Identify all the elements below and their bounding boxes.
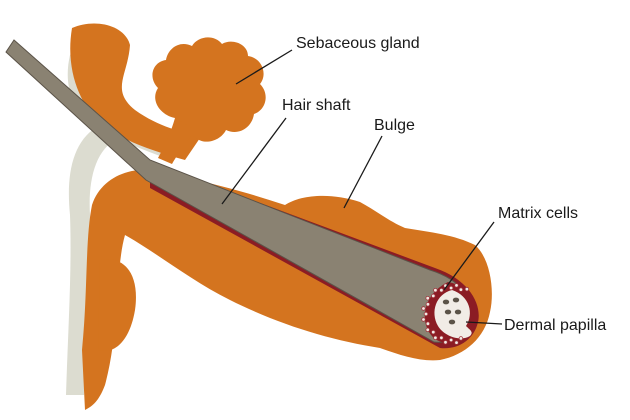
matrix-cell-dot: [433, 335, 438, 340]
matrix-cell-dot: [433, 288, 438, 293]
matrix-cell-dot: [431, 329, 436, 335]
papilla-cell: [448, 319, 456, 325]
matrix-cell-dot: [423, 311, 429, 317]
matrix-cell-dot: [454, 340, 459, 345]
label-dermal-papilla: Dermal papilla: [504, 317, 606, 334]
leader-matrix-cells: [443, 221, 495, 291]
papilla-cell: [442, 299, 450, 305]
leader-lines: [221, 49, 503, 325]
lower-left-bulb: [98, 259, 136, 351]
follicle-body: [82, 169, 492, 410]
matrix-cell-dot: [458, 336, 464, 341]
matrix-cell-dot: [458, 287, 464, 292]
matrix-cell-dot: [464, 286, 470, 292]
papilla-cell: [454, 309, 462, 315]
labels: Sebaceous gland Hair shaft Bulge Matrix …: [282, 35, 606, 334]
hair-bulb: [421, 282, 478, 345]
upper-tissue-lobe: [70, 23, 200, 160]
matrix-cell-dot: [421, 317, 426, 322]
left-sheath-strip: [66, 125, 118, 395]
matrix-cell-dot: [454, 283, 459, 288]
label-hair-shaft: Hair shaft: [282, 97, 351, 114]
dermal-tissue: [70, 23, 492, 410]
papilla-cell: [444, 309, 452, 315]
matrix-cell-dot: [421, 306, 426, 311]
label-matrix-cells: Matrix cells: [498, 205, 578, 222]
matrix-cell-dot: [425, 327, 430, 332]
label-bulge: Bulge: [374, 117, 415, 134]
matrix-cell-dot: [439, 288, 444, 293]
label-sebaceous-gland: Sebaceous gland: [296, 35, 420, 52]
sebaceous-gland: [152, 37, 266, 164]
gland-duct: [158, 118, 195, 164]
leader-sebaceous-gland: [235, 49, 293, 85]
leader-hair-shaft: [221, 117, 287, 205]
matrix-cell-dot: [425, 302, 431, 307]
matrix-cells: [421, 283, 470, 345]
matrix-cell-dot: [443, 340, 448, 345]
matrix-cell-dot: [431, 293, 436, 299]
papilla-cell: [452, 297, 460, 303]
matrix-cell-dot: [425, 296, 430, 301]
matrix-cell-dot: [448, 285, 454, 291]
matrix-cell-dot: [439, 335, 444, 340]
matrix-cell-dot: [425, 321, 431, 326]
gland-lobes: [152, 37, 266, 142]
leader-bulge: [343, 135, 383, 209]
leader-dermal-papilla: [465, 321, 503, 325]
matrix-cell-dot: [448, 337, 454, 343]
